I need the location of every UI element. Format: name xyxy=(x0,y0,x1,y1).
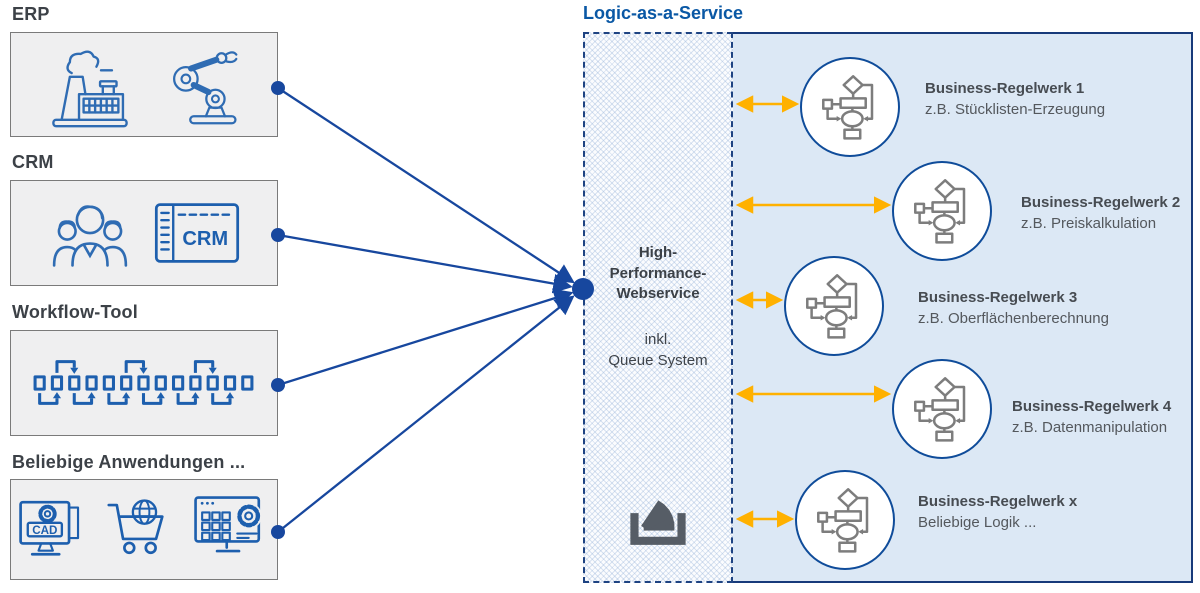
rule-4-title: Business-Regelwerk 4 xyxy=(1012,398,1172,415)
cad-badge-text: CAD xyxy=(32,524,57,537)
webservice-column xyxy=(583,32,733,583)
flowchart-icon xyxy=(914,377,966,442)
rule-circle-4 xyxy=(892,359,992,459)
rule-x: Business-Regelwerk x Beliebige Logik ... xyxy=(918,492,1077,533)
laas-title: Logic-as-a-Service xyxy=(583,3,744,23)
stack-icon xyxy=(622,462,694,550)
rule-3-title: Business-Regelwerk 3 xyxy=(918,289,1078,306)
cad-monitor-icon: CAD xyxy=(17,493,87,567)
rule-4-subtitle: z.B. Datenmanipulation xyxy=(1012,419,1168,436)
webservice-subtitle: inkl. Queue System xyxy=(608,331,708,369)
flowchart-icon xyxy=(817,488,869,553)
rule-2: Business-Regelwerk 2 z.B. Preiskalkulati… xyxy=(1021,193,1180,234)
connector-dots xyxy=(271,81,594,539)
rule-2-subtitle: z.B. Preiskalkulation xyxy=(1021,215,1157,232)
rule-4: Business-Regelwerk 4 z.B. Datenmanipulat… xyxy=(1012,397,1171,438)
rule-3-subtitle: z.B. Oberflächenberechnung xyxy=(918,310,1109,327)
cart-globe-icon xyxy=(105,497,175,563)
robot-arm-icon xyxy=(164,45,246,125)
rule-2-title: Business-Regelwerk 2 xyxy=(1021,194,1181,211)
rule-x-title: Business-Regelwerk x xyxy=(918,493,1078,510)
crm-screen-icon: CRM xyxy=(154,201,240,265)
flowchart-icon xyxy=(806,274,858,339)
rule-1-subtitle: z.B. Stücklisten-Erzeugung xyxy=(925,101,1106,118)
rule-circle-1 xyxy=(800,57,900,157)
webservice-title: High- Performance- Webservice xyxy=(609,244,707,303)
crm-screen-text: CRM xyxy=(182,228,228,250)
flowchart-icon xyxy=(822,75,874,140)
flowchart-icon xyxy=(914,179,966,244)
rule-3: Business-Regelwerk 3 z.B. Oberflächenber… xyxy=(918,288,1109,329)
erp-box xyxy=(10,32,278,137)
erp-label: ERP xyxy=(12,4,50,24)
source-connector-lines xyxy=(277,87,575,533)
rule-circle-3 xyxy=(784,256,884,356)
factory-icon xyxy=(42,42,138,128)
workflow-sequence-icon xyxy=(31,346,257,420)
rule-1-title: Business-Regelwerk 1 xyxy=(925,80,1085,97)
app-settings-monitor-icon xyxy=(193,494,271,566)
rule-circle-2 xyxy=(892,161,992,261)
rule-circle-x xyxy=(795,470,895,570)
crm-label: CRM xyxy=(12,152,54,172)
workflow-label: Workflow-Tool xyxy=(12,302,138,322)
crm-box: CRM xyxy=(10,180,278,286)
rule-1: Business-Regelwerk 1 z.B. Stücklisten-Er… xyxy=(925,79,1105,120)
any-apps-box: CAD xyxy=(10,479,278,580)
any-apps-label: Beliebige Anwendungen ... xyxy=(12,452,246,472)
people-group-icon xyxy=(48,197,132,269)
rule-x-subtitle: Beliebige Logik ... xyxy=(918,514,1037,531)
workflow-box xyxy=(10,330,278,436)
